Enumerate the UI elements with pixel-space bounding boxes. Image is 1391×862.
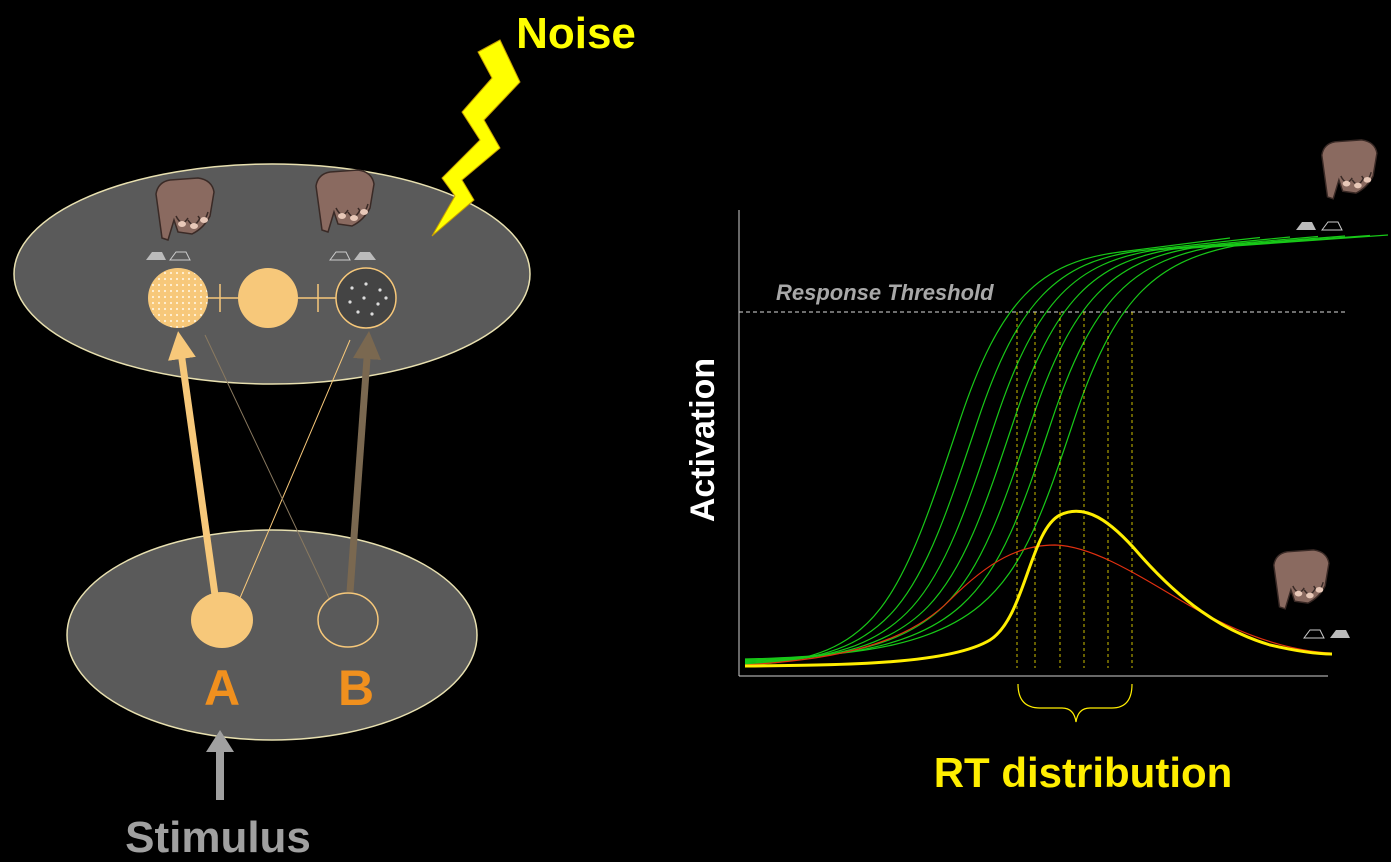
accumulator-plot: Activation Response Threshold RT distrib… bbox=[684, 139, 1389, 796]
accumulator-curves bbox=[744, 234, 1389, 666]
input-layer bbox=[66, 529, 478, 741]
y-axis-label: Activation bbox=[684, 358, 722, 522]
lightning-bolt-icon bbox=[431, 39, 521, 237]
response-buttons-icon bbox=[1296, 221, 1343, 231]
response-unit-middle bbox=[238, 268, 298, 328]
input-unit-b bbox=[317, 592, 379, 648]
accumulator-curve bbox=[744, 237, 1231, 666]
response-unit-right bbox=[335, 267, 397, 329]
accumulator-curve bbox=[744, 235, 1319, 663]
accumulator-curve bbox=[744, 236, 1261, 665]
accumulator-curve bbox=[744, 234, 1371, 661]
pointing-hand-icon bbox=[1273, 549, 1330, 610]
accumulator-curve bbox=[744, 235, 1346, 662]
network-diagram: A B Stimulus Noise bbox=[13, 9, 636, 862]
connection-b-to-left bbox=[204, 334, 331, 601]
input-unit-a bbox=[191, 592, 253, 648]
arrow-a-to-left-unit bbox=[168, 331, 219, 596]
stimulus-label: Stimulus bbox=[125, 813, 311, 862]
response-unit-left bbox=[148, 268, 208, 328]
threshold-crossing-lines bbox=[1016, 312, 1133, 668]
accumulator-curve bbox=[744, 236, 1291, 664]
rt-distribution-label: RT distribution bbox=[934, 749, 1233, 796]
pointing-hand-icon bbox=[1321, 139, 1378, 200]
noise-label: Noise bbox=[516, 9, 636, 58]
node-b-label: B bbox=[338, 660, 374, 716]
node-a-label: A bbox=[204, 660, 240, 716]
response-unit-right-dots bbox=[348, 282, 388, 316]
connection-a-to-right bbox=[239, 339, 351, 599]
response-buttons-icon bbox=[1303, 629, 1350, 639]
stimulus-arrowhead bbox=[206, 730, 234, 752]
rt-distribution-brace bbox=[1017, 683, 1133, 723]
response-threshold-label: Response Threshold bbox=[776, 280, 994, 305]
response-buttons-icon bbox=[146, 251, 376, 261]
red-distribution-curve bbox=[744, 544, 1331, 666]
accumulator-curve bbox=[744, 234, 1389, 660]
rt-distribution-curve bbox=[744, 509, 1333, 668]
arrow-b-to-right-unit bbox=[346, 331, 381, 593]
